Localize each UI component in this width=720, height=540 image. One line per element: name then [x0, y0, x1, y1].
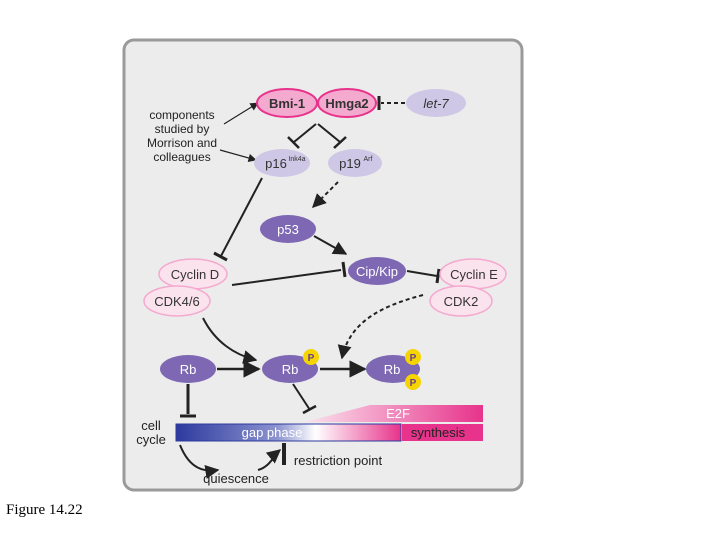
- rb2-phospho-label: P: [308, 353, 315, 364]
- node-bmi1: Bmi-1: [256, 88, 318, 118]
- node-rb: Rb: [160, 355, 216, 383]
- gap-phase-label: gap phase: [242, 425, 303, 440]
- annotation-line-1: components: [149, 108, 214, 122]
- edge-to-p16: [293, 123, 317, 143]
- edge-cyclinD-inhibits-cipkip: [231, 269, 342, 286]
- edge-cdk46-phosphorylates-rb: [202, 317, 258, 364]
- e2f-ramp: [305, 405, 483, 422]
- node-cyclinE-cdk2: Cyclin E CDK2: [429, 258, 507, 317]
- rb3-label: Rb: [384, 362, 401, 377]
- edge-p53-to-cipkip: [313, 235, 348, 255]
- cyclinE-label: Cyclin E: [450, 267, 498, 282]
- edge-p19-to-p53: [312, 181, 339, 208]
- node-p16: p16 Ink4a: [254, 149, 310, 177]
- node-cyclinD-cdk46: Cyclin D CDK4/6: [143, 258, 228, 317]
- node-p19: p19 Arf: [328, 149, 382, 177]
- let7-label: let-7: [423, 96, 449, 111]
- edge-p16-inhibit-bar: [213, 251, 228, 262]
- edge-to-p19: [317, 123, 341, 143]
- p19-superscript: Arf: [364, 156, 373, 163]
- figure-caption: Figure 14.22: [6, 502, 83, 518]
- cdk46-label: CDK4/6: [154, 294, 200, 309]
- quiescence-label: quiescence: [203, 471, 269, 486]
- cyclinD-label: Cyclin D: [171, 267, 219, 282]
- edge-rbp-inhibit-bar: [302, 404, 317, 415]
- p19-label: p19: [339, 156, 361, 171]
- edge-cdk2-phosphorylates-rb: [337, 294, 424, 360]
- annotation-line-2: studied by: [155, 122, 210, 136]
- p16-superscript: Ink4a: [288, 156, 305, 163]
- edge-cipkip-inhibit-bar: [435, 268, 441, 284]
- annotation-text: components studied by Morrison and colle…: [147, 108, 217, 164]
- synthesis-phase-box: [402, 424, 483, 441]
- cdk2-label: CDK2: [444, 294, 479, 309]
- node-hmga2: Hmga2: [317, 88, 377, 118]
- node-cipkip: Cip/Kip: [348, 257, 406, 285]
- cell-cycle-bar: [175, 423, 402, 442]
- edge-to-quiescence: [179, 444, 220, 479]
- edge-cyclinD-inhibit-bar: [341, 261, 347, 278]
- edge-cipkip-inhibits-cyclinE: [406, 270, 438, 277]
- e2f-label: E2F: [386, 406, 410, 421]
- rb3-phospho-label-1: P: [410, 353, 417, 364]
- p53-label: p53: [277, 222, 299, 237]
- bmi1-label: Bmi-1: [269, 96, 305, 111]
- edge-to-p19-bar: [333, 136, 347, 149]
- rb2-label: Rb: [282, 362, 299, 377]
- restriction-point-label: restriction point: [294, 453, 383, 468]
- annotation-line-3: Morrison and: [147, 136, 217, 150]
- node-rb-pp: Rb P P: [366, 349, 421, 390]
- edge-to-p16-bar: [287, 136, 300, 149]
- node-rb-p: Rb P: [262, 349, 319, 383]
- node-let7: let-7: [406, 89, 466, 117]
- synthesis-label: synthesis: [411, 425, 466, 440]
- rb3-phospho-label-2: P: [410, 378, 417, 389]
- edge-p16-inhibits-cyclinD: [220, 177, 263, 257]
- edge-rbp-inhibits-e2f: [292, 383, 311, 411]
- rb1-label: Rb: [180, 362, 197, 377]
- annotation-line-4: colleagues: [153, 150, 210, 164]
- annotation-pointer-bmi1: [223, 102, 259, 125]
- cell-cycle-label-1: cell: [141, 418, 161, 433]
- figure-panel: [122, 38, 524, 492]
- cell-cycle-label: cell cycle: [136, 418, 166, 447]
- annotation-pointer-p16: [219, 149, 257, 163]
- p16-label: p16: [265, 156, 287, 171]
- cipkip-label: Cip/Kip: [356, 264, 398, 279]
- edge-from-quiescence: [257, 449, 282, 471]
- node-p53: p53: [260, 215, 316, 243]
- hmga2-label: Hmga2: [325, 96, 368, 111]
- cell-cycle-label-2: cycle: [136, 432, 166, 447]
